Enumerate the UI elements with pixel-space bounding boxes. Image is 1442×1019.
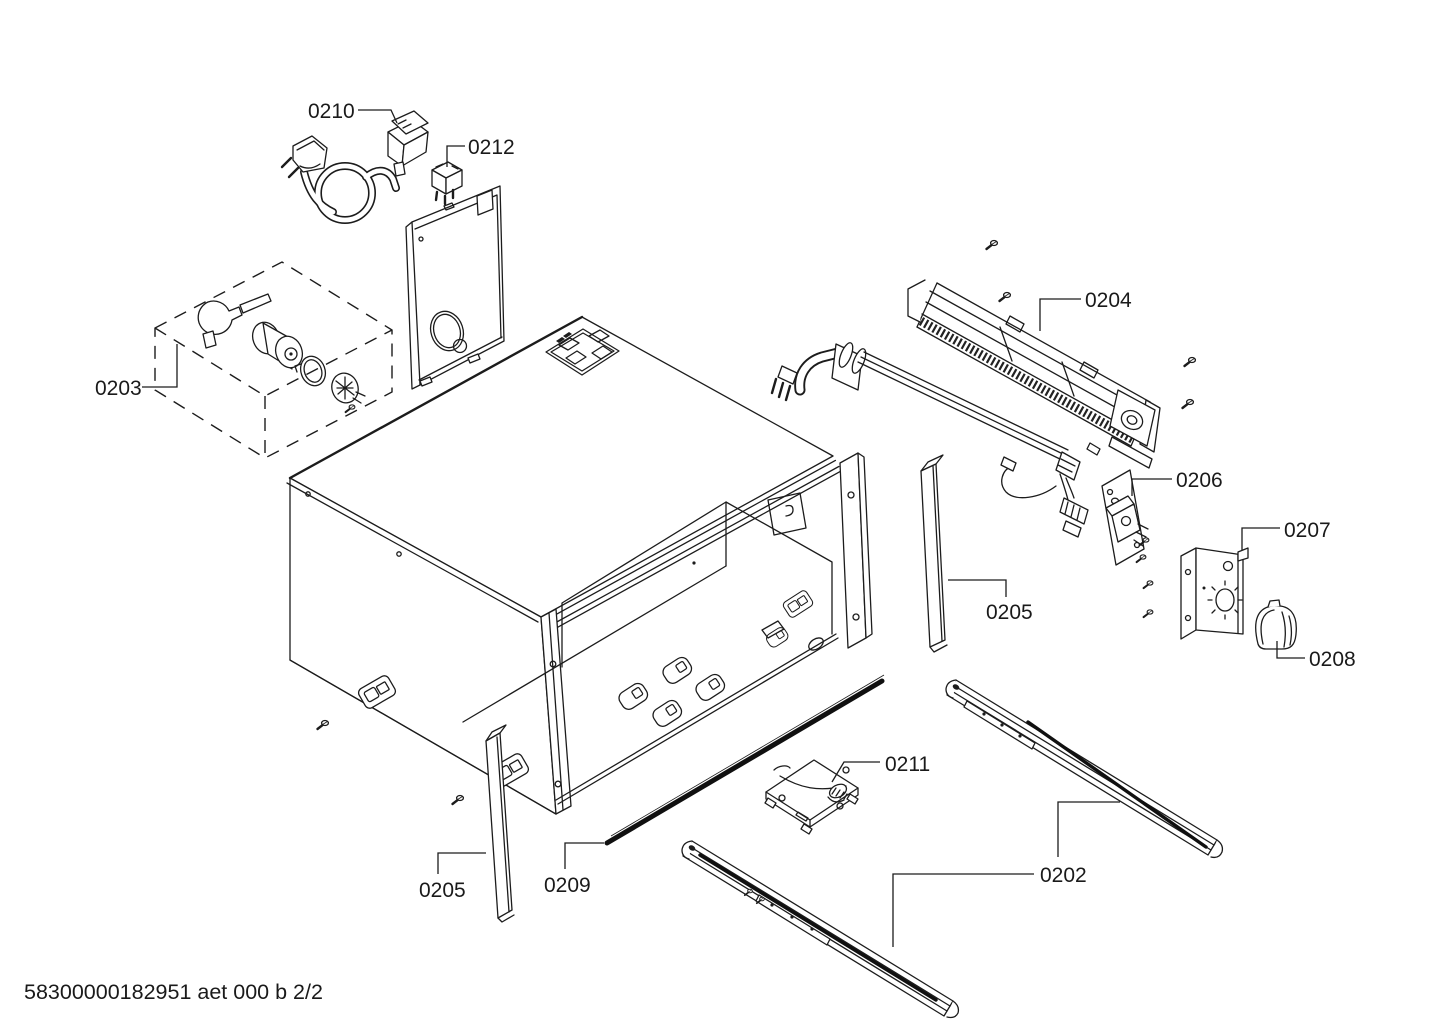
leader-0202-a xyxy=(1057,801,1120,857)
leader-0207 xyxy=(1241,527,1280,550)
lock-roller xyxy=(827,783,848,803)
part-0207-bracket xyxy=(1180,547,1249,640)
back-panel xyxy=(405,185,505,390)
leader-0203 xyxy=(142,344,178,388)
right-trim-strip xyxy=(839,452,873,649)
post-0205-left xyxy=(485,724,515,923)
fan-motor xyxy=(251,321,304,370)
part-0208-knob xyxy=(1255,599,1297,650)
callout-0211[interactable]: 0211 xyxy=(885,753,930,776)
part-0212-thermal-switch xyxy=(431,161,463,206)
strip-0209-seal xyxy=(604,674,885,846)
leader-0204 xyxy=(1039,298,1081,331)
callout-0208[interactable]: 0208 xyxy=(1309,648,1356,671)
leader-0211 xyxy=(831,761,880,783)
fan-impeller xyxy=(331,372,366,404)
leader-0208 xyxy=(1276,641,1305,659)
appliance-connector xyxy=(387,110,429,177)
fan-motor-end xyxy=(1108,389,1161,469)
wiring-harness xyxy=(770,342,1089,538)
part-0206-switch-plate xyxy=(1101,469,1149,566)
callout-0203[interactable]: 0203 xyxy=(95,377,142,400)
group-0203-fan-motor-kit xyxy=(154,261,393,459)
callout-0205-right[interactable]: 0205 xyxy=(986,601,1033,624)
plate-0211-lock xyxy=(764,759,859,835)
motor-bracket xyxy=(197,293,272,349)
callout-0210[interactable]: 0210 xyxy=(308,100,355,123)
mains-plug xyxy=(280,135,328,179)
rail-0202-lower xyxy=(681,840,960,1019)
cabinet-body xyxy=(286,315,873,815)
document-id: 58300000182951 aet 000 b 2/2 xyxy=(24,980,323,1004)
callout-0206[interactable]: 0206 xyxy=(1176,469,1223,492)
leader-lines xyxy=(142,109,1305,947)
leader-0202-b xyxy=(892,873,1034,947)
leader-0212 xyxy=(446,145,465,167)
callout-0202[interactable]: 0202 xyxy=(1040,864,1087,887)
leader-0209 xyxy=(564,842,604,869)
vent-pattern xyxy=(545,328,620,376)
callout-0205-left[interactable]: 0205 xyxy=(419,879,466,902)
leader-0205-left xyxy=(437,852,486,874)
callout-0212[interactable]: 0212 xyxy=(468,136,515,159)
leader-0206 xyxy=(1131,478,1172,496)
part-0204-heater-fan-assembly xyxy=(907,279,1161,469)
leader-0210 xyxy=(358,109,398,124)
callout-0209[interactable]: 0209 xyxy=(544,874,591,897)
leader-0205-right xyxy=(948,579,1007,597)
part-0210-power-cord xyxy=(280,110,429,224)
callout-0207[interactable]: 0207 xyxy=(1284,519,1331,542)
post-0205-right xyxy=(920,454,948,653)
callout-labels: 0210 0212 0203 0204 0206 0207 0208 0205 … xyxy=(95,100,1356,902)
callout-0204[interactable]: 0204 xyxy=(1085,289,1132,312)
cabinet-interior xyxy=(462,492,839,805)
rail-0202-upper xyxy=(945,679,1224,859)
clamp-ring xyxy=(294,355,327,387)
